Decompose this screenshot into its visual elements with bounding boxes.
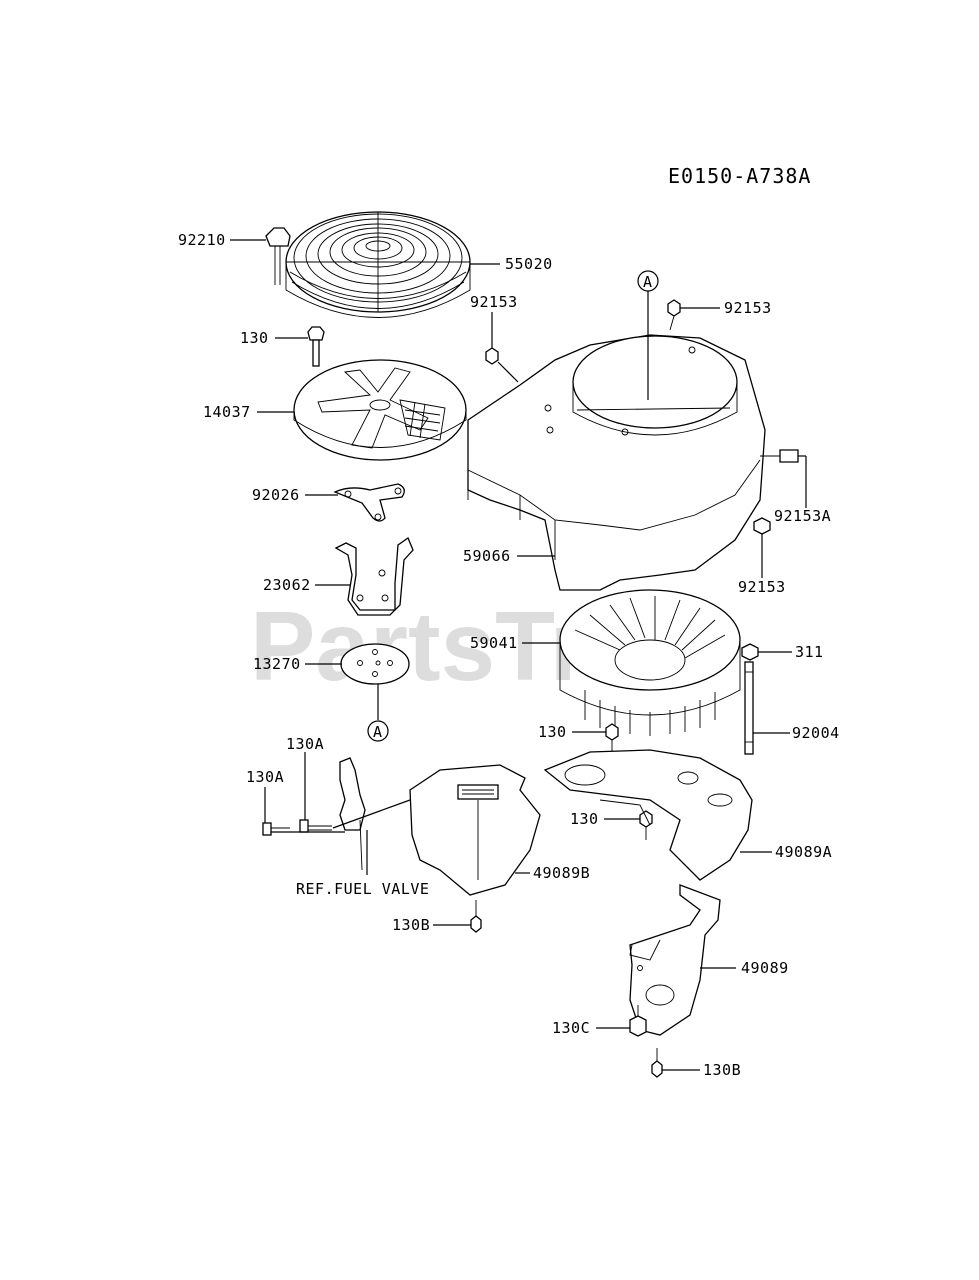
part-49089B-cover <box>409 764 541 896</box>
part-92153-screw-lower <box>753 517 771 535</box>
part-130B-bolt-right <box>651 1048 663 1078</box>
label-92153-right: 92153 <box>724 299 772 317</box>
part-14037-plate <box>293 359 467 461</box>
part-130C-bolt <box>629 1005 647 1037</box>
label-130A-lower: 130A <box>246 768 284 786</box>
part-59066-shroud <box>467 334 766 591</box>
label-311: 311 <box>795 643 824 661</box>
ref-marker-a-top: A <box>637 270 659 400</box>
part-92153A-screw <box>760 449 799 463</box>
part-130-bolt-top <box>307 326 325 367</box>
label-130-low: 130 <box>570 810 599 828</box>
label-14037: 14037 <box>203 403 251 421</box>
label-92153-lower: 92153 <box>738 578 786 596</box>
svg-text:A: A <box>373 723 383 741</box>
label-130A-upper: 130A <box>286 735 324 753</box>
part-311-nut <box>741 643 759 661</box>
part-130-bolt-low <box>639 810 653 840</box>
label-13270: 13270 <box>253 655 301 673</box>
part-59041-fan <box>559 589 741 736</box>
label-ref-fuel-valve: REF.FUEL VALVE <box>296 880 429 898</box>
label-49089A: 49089A <box>775 843 832 861</box>
part-92026-washer <box>333 483 405 522</box>
label-59041: 59041 <box>470 634 518 652</box>
part-49089-guard <box>629 884 721 1036</box>
label-23062: 23062 <box>263 576 311 594</box>
label-92153A: 92153A <box>774 507 831 525</box>
label-59066: 59066 <box>463 547 511 565</box>
part-92153-screw-right <box>667 299 681 331</box>
label-130-mid: 130 <box>538 723 567 741</box>
part-92210-cap-nut <box>265 227 291 285</box>
label-92004: 92004 <box>792 724 840 742</box>
label-130B-right: 130B <box>703 1061 741 1079</box>
leader-lines <box>230 239 807 1071</box>
label-55020: 55020 <box>505 255 553 273</box>
label-92153-left: 92153 <box>470 293 518 311</box>
svg-text:A: A <box>643 273 653 291</box>
part-92153-screw-left <box>485 347 499 365</box>
part-130A-bolt-lower <box>262 822 290 836</box>
fuel-valve-bracket <box>339 757 366 871</box>
part-23062-bracket <box>334 537 414 616</box>
ref-marker-a-bottom: A <box>367 720 389 742</box>
part-49089A-baffle <box>543 749 753 881</box>
label-130C: 130C <box>552 1019 590 1037</box>
part-130B-bolt-left <box>470 900 482 933</box>
part-55020-screen <box>285 211 471 318</box>
label-130B-left: 130B <box>392 916 430 934</box>
label-49089B: 49089B <box>533 864 590 882</box>
label-130-top: 130 <box>240 329 269 347</box>
label-92210: 92210 <box>178 231 226 249</box>
label-49089: 49089 <box>741 959 789 977</box>
part-130A-bolt-upper <box>299 819 332 833</box>
label-92026: 92026 <box>252 486 300 504</box>
part-92004-stud <box>744 661 754 755</box>
part-13270-plate <box>340 643 410 685</box>
diagram-code: E0150-A738A <box>668 164 811 188</box>
